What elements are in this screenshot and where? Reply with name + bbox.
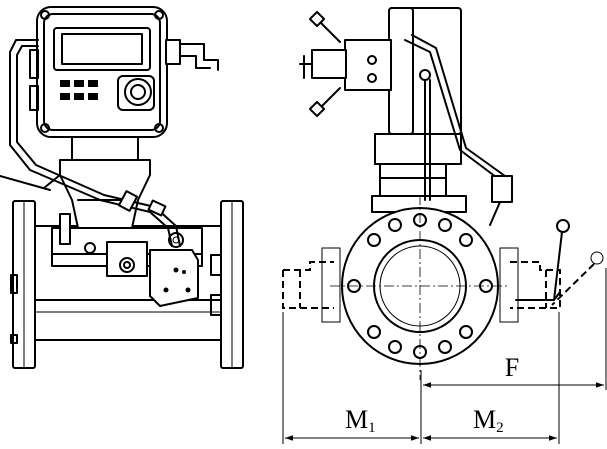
valve-manifold (299, 10, 392, 118)
dim-m2-label: M2 (473, 405, 504, 436)
front-view (0, 6, 244, 369)
dashed-pipe-left (282, 261, 334, 309)
left-flange (10, 200, 36, 369)
dim-m1-label: M1 (345, 405, 376, 436)
impulse-tube (0, 39, 181, 247)
side-tubes (404, 34, 513, 226)
bolt-holes (347, 213, 493, 359)
dashed-pipe-right (510, 261, 561, 309)
right-flange (210, 200, 244, 369)
dim-f-label: F (505, 353, 519, 382)
electronics-housing (29, 6, 168, 138)
side-view: F M1 M2 (282, 7, 607, 444)
flange (321, 195, 519, 380)
dimensions: F M1 M2 (282, 268, 607, 444)
lever-handle (515, 219, 604, 306)
side-connector (165, 39, 219, 71)
